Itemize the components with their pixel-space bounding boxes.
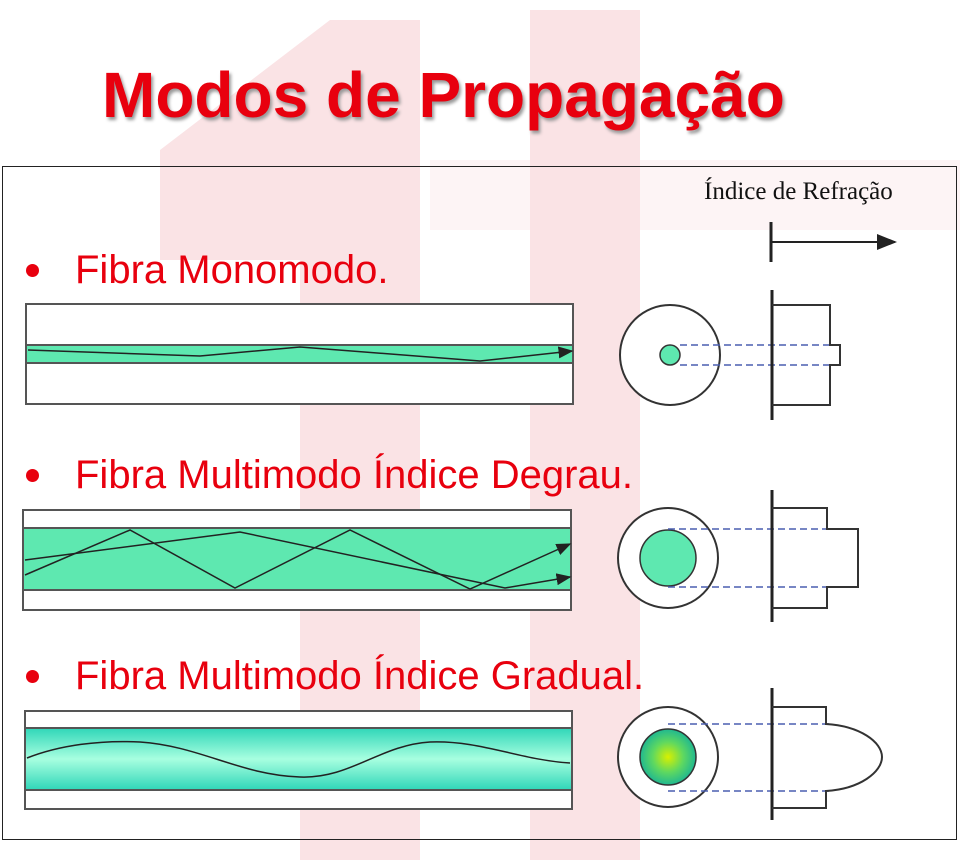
bullet-dot-graded-index (26, 670, 39, 683)
bullet-dot-step-index (26, 469, 39, 482)
refractive-index-label: Índice de Refração (704, 178, 893, 205)
single-mode-index-profile (770, 290, 841, 420)
section-label-step-index: Fibra Multimodo Índice Degrau. (75, 453, 634, 497)
graded-index-index-profile (770, 688, 884, 820)
graded-index-cross-section (617, 706, 830, 808)
step-index-index-profile (770, 490, 859, 622)
bullet-dot-single-mode (26, 264, 39, 277)
index-axis (769, 222, 897, 262)
page-title: Modos de Propagação (102, 59, 785, 131)
section-label-graded-index: Fibra Multimodo Índice Gradual. (75, 654, 645, 698)
single-mode-fiber (25, 303, 574, 405)
section-label-single-mode: Fibra Monomodo. (75, 248, 389, 292)
step-index-fiber (22, 509, 572, 611)
step-index-cross-section (617, 507, 858, 609)
single-mode-cross-section (619, 304, 830, 406)
content-frame (2, 166, 957, 840)
graded-index-fiber (24, 710, 573, 810)
